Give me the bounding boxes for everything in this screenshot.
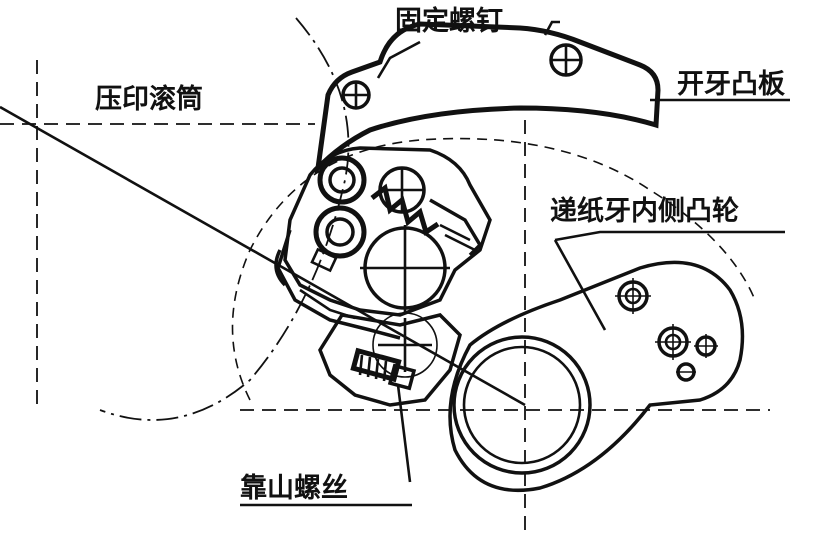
- fixing-screw-right: [549, 43, 583, 77]
- leader-fixing-screw-left: [376, 40, 421, 79]
- label-stop-screw: 靠山螺丝: [240, 473, 348, 504]
- impression-cylinder-arc: [99, 17, 350, 421]
- label-transfer-gripper-inner-cam: 递纸牙内侧凸轮: [550, 195, 739, 227]
- transfer-gripper-inner-cam: [448, 260, 745, 493]
- leader-fixing-screw-right: [543, 20, 560, 36]
- gripper-mechanism: [274, 146, 492, 340]
- center-connecting-line: [0, 105, 526, 407]
- gripper-opening-cam-plate: [314, 21, 661, 176]
- stop-screw-assembly: [318, 312, 462, 483]
- leader-inner-cam: [553, 230, 785, 331]
- label-fixing-screw: 固定螺钉: [395, 5, 503, 37]
- fixing-screw-left: [341, 80, 371, 110]
- label-gripper-opening-cam-plate: 开牙凸板: [677, 69, 785, 100]
- label-impression-cylinder: 压印滚筒: [95, 83, 203, 115]
- gripper-swing-path: [231, 137, 756, 401]
